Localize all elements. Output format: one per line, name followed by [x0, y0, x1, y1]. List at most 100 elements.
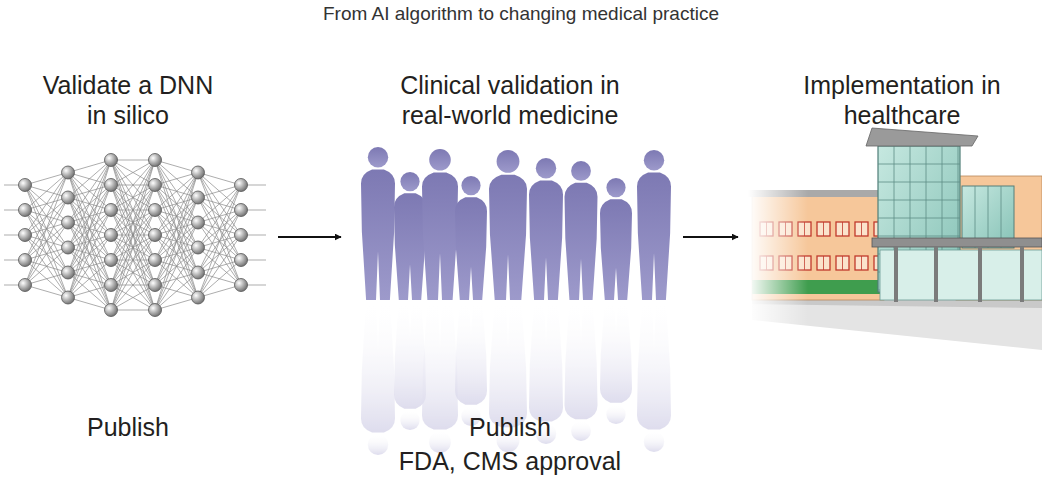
neuron — [149, 204, 162, 217]
network-link — [68, 173, 111, 311]
person-head — [606, 405, 625, 424]
network-link — [111, 235, 155, 310]
hospital-building — [748, 120, 1042, 360]
column — [978, 247, 982, 302]
network-link — [68, 273, 111, 311]
neuron — [149, 304, 162, 317]
window-bar — [823, 256, 824, 270]
person-head — [461, 176, 480, 195]
network-link — [155, 173, 198, 236]
neuron — [235, 279, 248, 292]
stage-panel: Clinical validation in real-world medici… — [345, 60, 677, 470]
neuron — [149, 154, 162, 167]
flow-arrow — [683, 236, 738, 238]
neuron — [192, 291, 205, 304]
neuron — [235, 229, 248, 242]
neuron — [235, 179, 248, 192]
network-link — [25, 223, 68, 286]
stage-note: Publish — [469, 412, 551, 442]
network-link — [25, 248, 68, 286]
neural-network — [4, 154, 266, 317]
neuron — [19, 254, 32, 267]
window-bar — [861, 256, 862, 270]
network-link — [155, 248, 198, 311]
transom — [878, 200, 960, 201]
neuron — [192, 191, 205, 204]
stage-heading: Validate a DNN in silico — [33, 70, 223, 130]
person-head — [571, 421, 591, 441]
neuron — [19, 279, 32, 292]
network-link — [198, 185, 241, 248]
window-bar — [842, 222, 843, 236]
network-link — [111, 285, 155, 310]
person-body — [422, 173, 458, 300]
people-silhouettes — [350, 147, 680, 455]
neuron — [235, 204, 248, 217]
network-link — [68, 160, 111, 273]
column — [1020, 247, 1024, 302]
transom — [878, 236, 960, 237]
person-body — [637, 302, 671, 430]
neuron — [192, 266, 205, 279]
neuron — [62, 266, 75, 279]
neuron — [19, 229, 32, 242]
neuron — [105, 304, 118, 317]
network-link — [68, 260, 111, 298]
flow-arrow — [278, 236, 341, 238]
stage-heading: Clinical validation in real-world medici… — [380, 70, 640, 130]
window — [817, 256, 830, 270]
network-link — [68, 248, 111, 311]
person-body — [455, 197, 487, 300]
person-head — [571, 161, 591, 181]
person-head — [536, 158, 556, 178]
neuron — [192, 166, 205, 179]
person-body — [394, 193, 426, 300]
neuron — [149, 254, 162, 267]
network-link — [25, 185, 68, 298]
window-bar — [823, 222, 824, 236]
network-link — [68, 160, 111, 298]
network-link — [198, 185, 241, 223]
transom — [878, 218, 960, 219]
canopy-columns — [894, 247, 1024, 302]
network-link — [155, 173, 198, 211]
window — [817, 222, 830, 236]
person-body — [529, 302, 563, 422]
neuron — [149, 229, 162, 242]
network-link — [198, 235, 241, 298]
network-link — [25, 173, 68, 236]
network-link — [111, 235, 155, 310]
network-link — [25, 173, 68, 286]
person-body — [455, 302, 487, 405]
person-head — [429, 149, 451, 171]
neuron — [235, 254, 248, 267]
left-fade — [748, 120, 808, 360]
neuron — [19, 204, 32, 217]
network-link — [198, 173, 241, 286]
window — [855, 256, 868, 270]
tower-cap — [866, 128, 978, 146]
canopy — [872, 238, 1042, 247]
person-body — [600, 302, 632, 403]
network-link — [68, 160, 111, 223]
person-body — [394, 302, 426, 409]
window — [855, 222, 868, 236]
neuron — [149, 279, 162, 292]
network-link — [198, 185, 241, 298]
stage-note: Publish — [87, 412, 169, 442]
network-link — [25, 260, 68, 298]
network-link — [68, 160, 111, 198]
diagram-title: From AI algorithm to changing medical pr… — [323, 2, 719, 26]
neuron — [105, 279, 118, 292]
column — [934, 247, 938, 302]
stage-panel: Implementation in healthcare — [742, 60, 1042, 470]
network-link — [155, 160, 198, 223]
neuron — [62, 241, 75, 254]
network-link — [111, 160, 155, 235]
reflection — [361, 302, 671, 455]
neuron — [149, 179, 162, 192]
transom — [878, 164, 960, 165]
neuron — [62, 216, 75, 229]
transom — [878, 182, 960, 183]
